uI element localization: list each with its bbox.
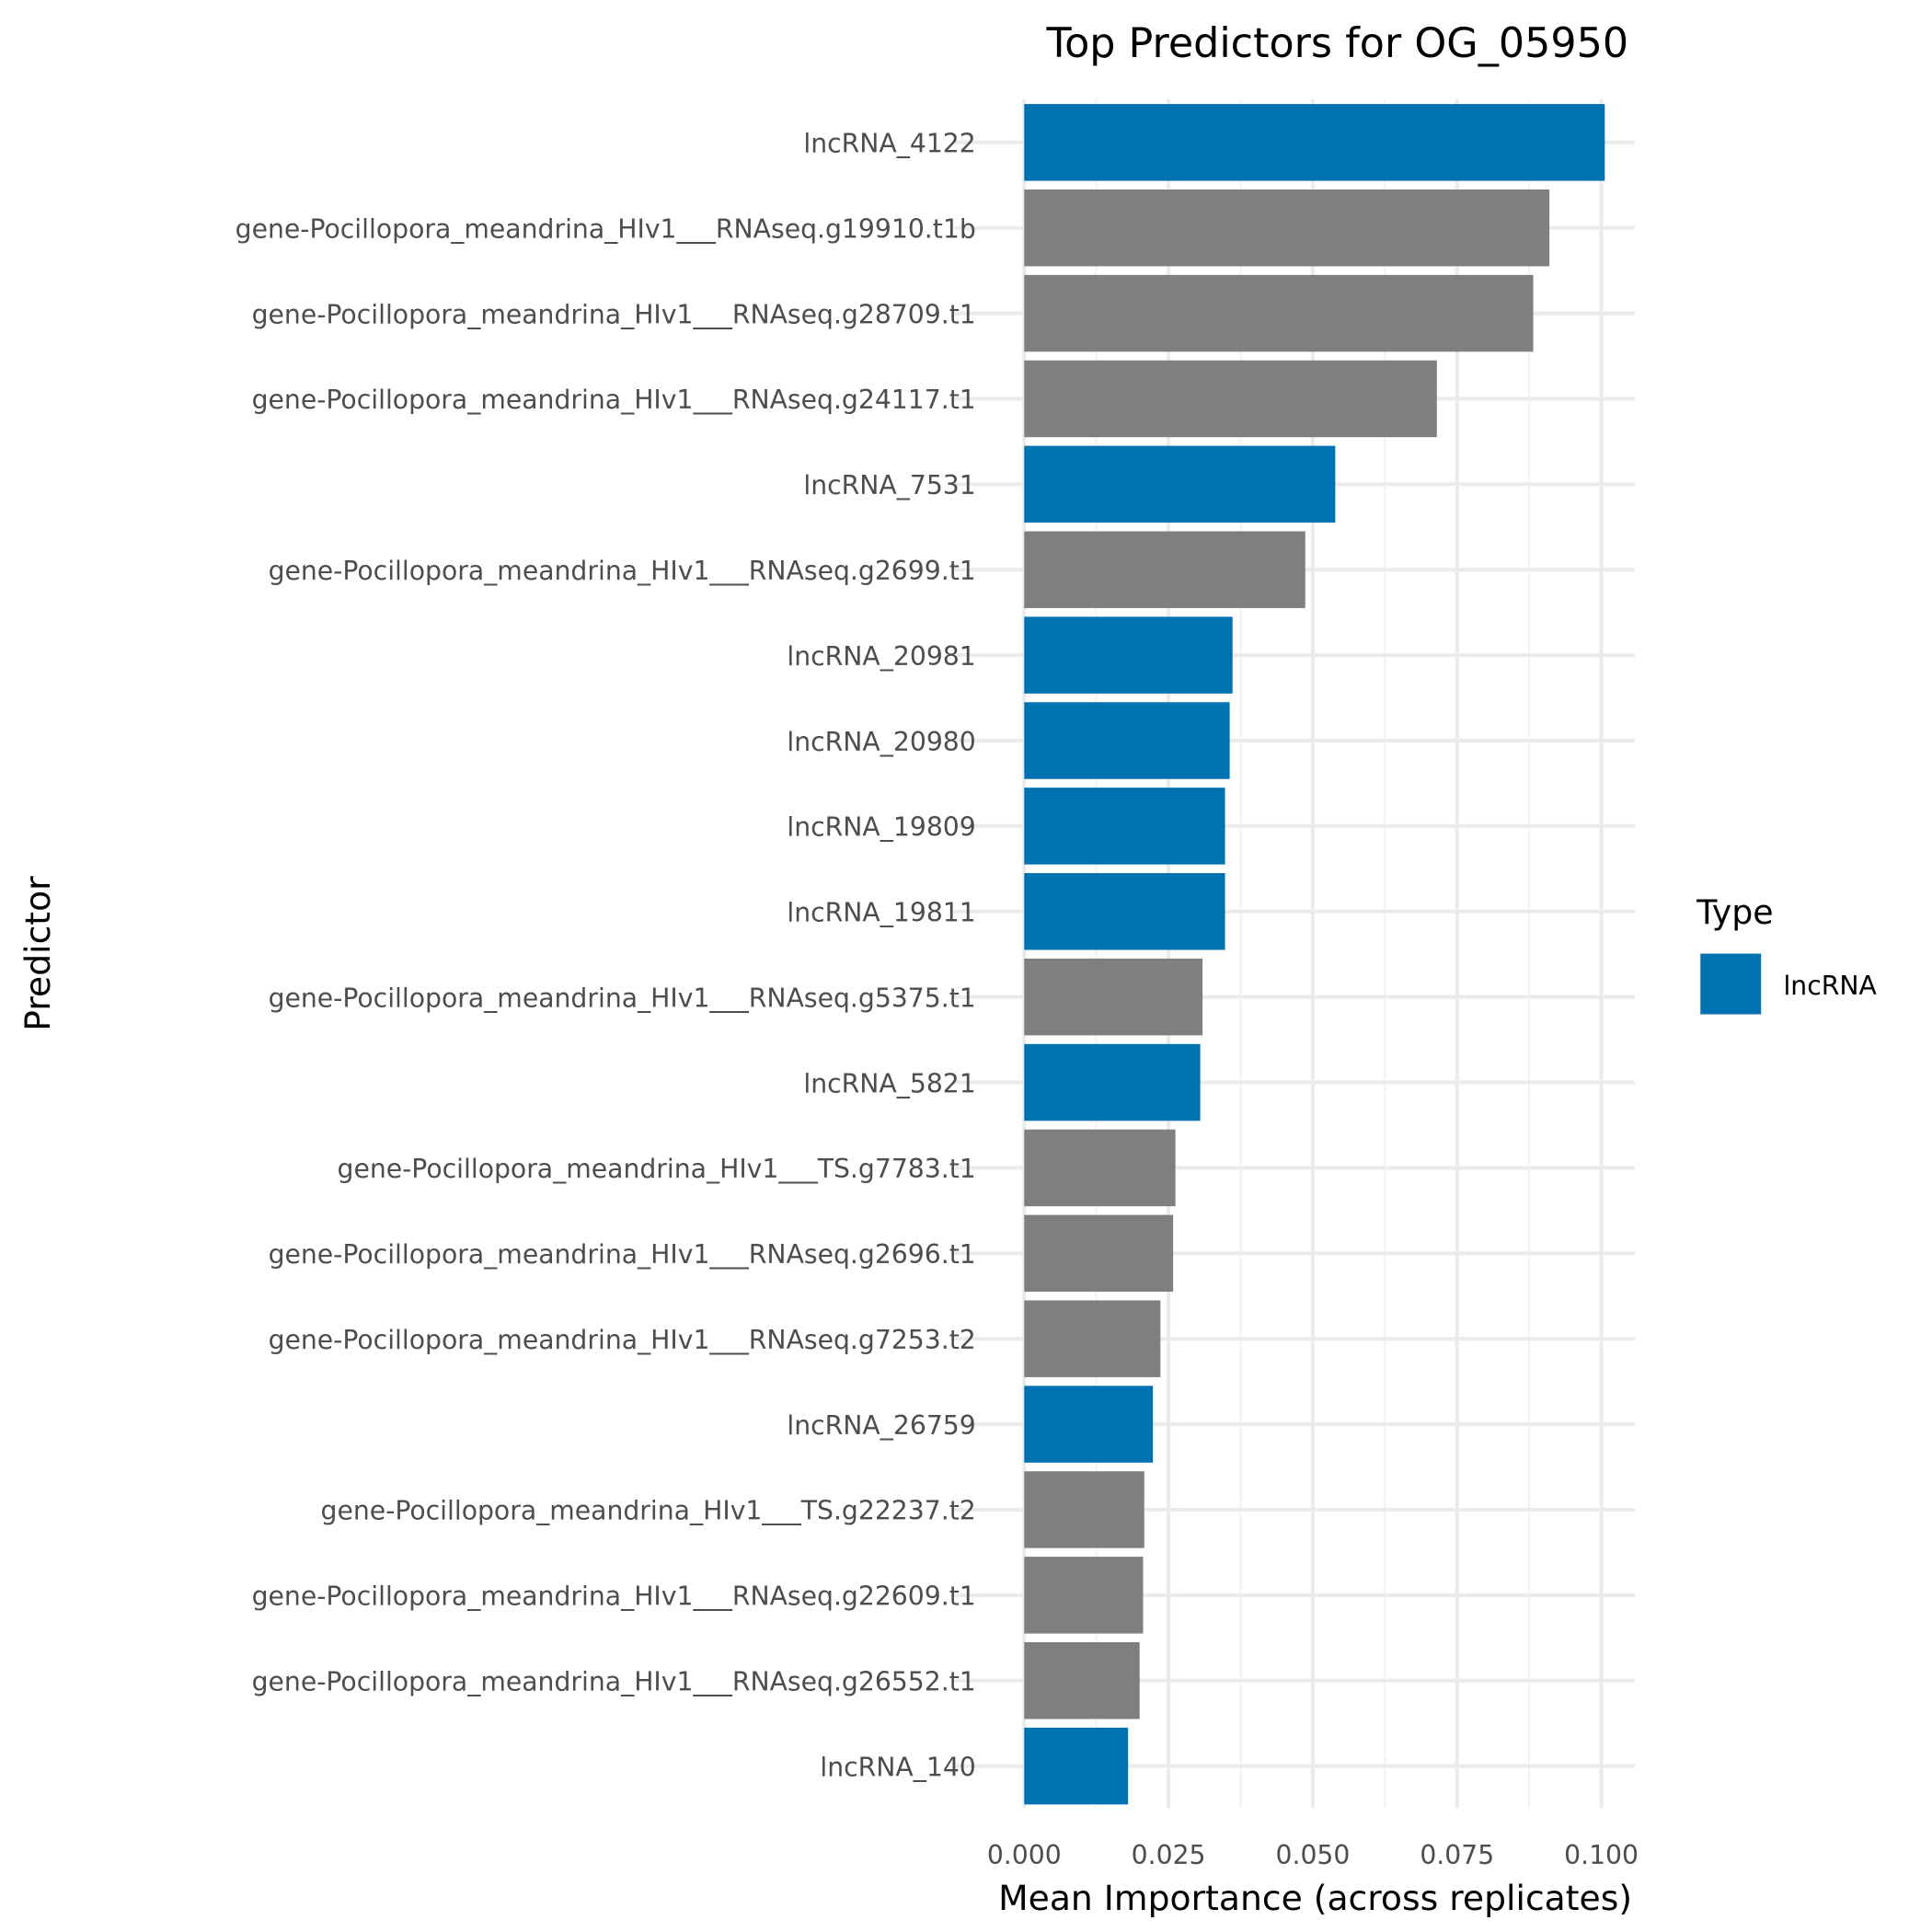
- y-tick-label: lncRNA_5821: [803, 1068, 975, 1098]
- y-tick-label: lncRNA_20980: [787, 727, 975, 757]
- y-axis-title: Predictor: [17, 876, 58, 1031]
- bar: [1024, 1214, 1174, 1293]
- y-tick-label: gene-Pocillopora_meandrina_HIv1___TS.g77…: [338, 1154, 976, 1184]
- y-tick-label: lncRNA_7531: [803, 470, 975, 500]
- bar: [1024, 1471, 1144, 1548]
- y-tick-label: lncRNA_140: [820, 1752, 975, 1782]
- bar: [1024, 702, 1230, 779]
- y-tick-label: gene-Pocillopora_meandrina_HIv1___RNAseq…: [252, 1667, 976, 1697]
- bar: [1024, 360, 1437, 438]
- x-axis-title: Mean Importance (across replicates): [998, 1878, 1632, 1918]
- bar: [1024, 616, 1233, 694]
- bar: [1024, 1386, 1154, 1463]
- y-tick-label: gene-Pocillopora_meandrina_HIv1___RNAseq…: [252, 299, 976, 329]
- bar: [1024, 1727, 1129, 1805]
- grid-lines: [953, 98, 1635, 1809]
- y-tick-label: lncRNA_19811: [787, 898, 975, 928]
- bar: [1024, 788, 1225, 865]
- y-tick-labels: lncRNA_4122 gene-Pocillopora_meandrina_HI…: [236, 129, 976, 1783]
- y-tick-label: lncRNA_20981: [787, 641, 975, 672]
- y-tick-label: lncRNA_19809: [787, 812, 975, 843]
- y-tick-label: gene-Pocillopora_meandrina_HIv1___RNAseq…: [252, 1581, 976, 1612]
- bars: [1024, 104, 1605, 1805]
- legend-label-lncrna: lncRNA: [1783, 971, 1877, 1001]
- bar: [1024, 1557, 1144, 1634]
- y-tick-label: gene-Pocillopora_meandrina_HIv1___RNAseq…: [269, 1325, 976, 1355]
- bar: [1024, 104, 1605, 181]
- x-tick-label: 0.100: [1564, 1840, 1639, 1870]
- bar: [1024, 958, 1203, 1036]
- legend-swatch-lncrna: [1700, 953, 1762, 1015]
- y-tick-label: gene-Pocillopora_meandrina_HIv1___RNAseq…: [269, 556, 976, 586]
- legend-title: Type: [1696, 892, 1773, 932]
- bar: [1024, 1300, 1161, 1377]
- bar: [1024, 873, 1225, 950]
- x-tick-labels: 0.000 0.025 0.050 0.075 0.100: [987, 1840, 1639, 1870]
- bar: [1024, 1642, 1140, 1719]
- bar: [1024, 1129, 1176, 1207]
- y-tick-label: gene-Pocillopora_meandrina_HIv1___RNAseq…: [236, 213, 976, 244]
- y-tick-label: gene-Pocillopora_meandrina_HIv1___RNAseq…: [252, 385, 976, 415]
- y-tick-label: gene-Pocillopora_meandrina_HIv1___RNAseq…: [269, 1239, 976, 1270]
- y-tick-label: gene-Pocillopora_meandrina_HIv1___TS.g22…: [321, 1496, 976, 1526]
- bar: [1024, 531, 1305, 608]
- y-tick-label: lncRNA_26759: [787, 1410, 975, 1441]
- bar: [1024, 445, 1336, 523]
- y-tick-label: lncRNA_4122: [803, 129, 975, 159]
- x-tick-label: 0.050: [1275, 1840, 1350, 1870]
- bar: [1024, 189, 1550, 267]
- x-tick-label: 0.025: [1132, 1840, 1206, 1870]
- chart-title: Top Predictors for OG_05950: [1046, 20, 1629, 67]
- bar: [1024, 1043, 1201, 1121]
- bar: [1024, 274, 1534, 352]
- legend: Type lncRNA: [1696, 892, 1878, 1015]
- y-tick-label: gene-Pocillopora_meandrina_HIv1___RNAseq…: [269, 983, 976, 1013]
- x-tick-label: 0.000: [987, 1840, 1062, 1870]
- x-tick-label: 0.075: [1420, 1840, 1494, 1870]
